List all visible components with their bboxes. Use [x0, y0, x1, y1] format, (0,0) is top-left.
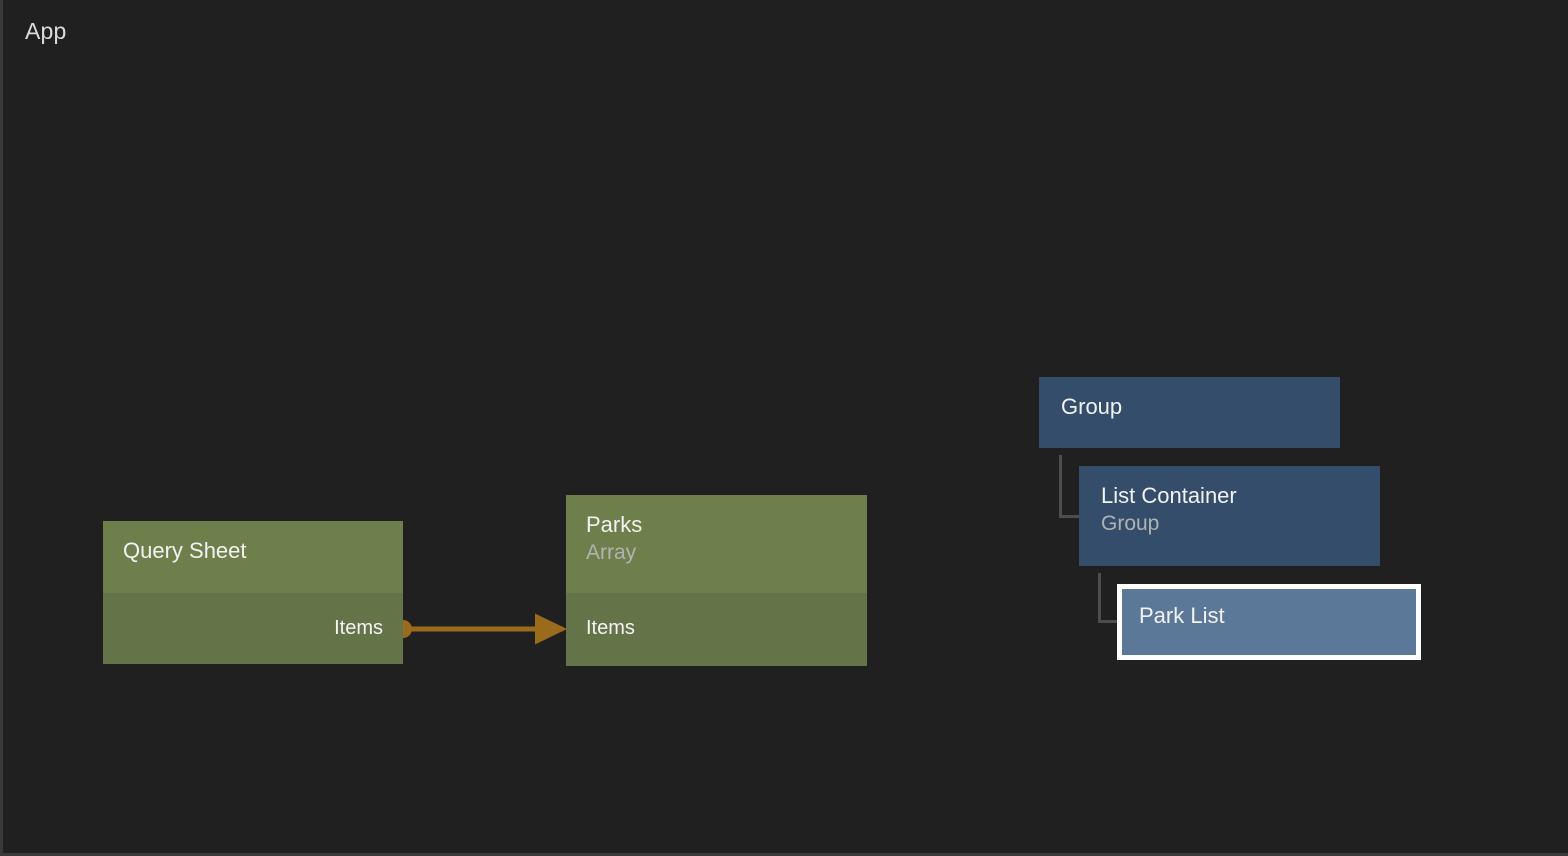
tree-connector-group-to-list-container [1059, 455, 1080, 518]
node-query-sheet-header: Query Sheet [103, 521, 403, 593]
port-parks-items-in[interactable]: Items [586, 617, 635, 639]
node-list-container-subtitle: Group [1101, 512, 1160, 535]
node-query-sheet-title: Query Sheet [123, 538, 247, 563]
node-query-sheet-body: Items [103, 593, 403, 664]
node-parks-body: Items [566, 593, 867, 666]
node-parks[interactable]: Parks Array Items [566, 495, 867, 666]
edge-query-sheet-items-to-parks-items [394, 613, 568, 645]
node-group[interactable]: Group [1039, 377, 1340, 448]
node-query-sheet[interactable]: Query Sheet Items [103, 521, 403, 664]
node-parks-header: Parks Array [566, 495, 867, 593]
node-list-container-title: List Container [1101, 483, 1237, 508]
tree-connector-list-container-to-park-list [1098, 573, 1119, 623]
node-parks-subtitle: Array [586, 541, 637, 564]
port-query-sheet-items-out[interactable]: Items [334, 617, 383, 639]
node-park-list[interactable]: Park List [1117, 584, 1421, 660]
node-park-list-title: Park List [1139, 603, 1225, 628]
node-group-title: Group [1061, 394, 1123, 419]
node-parks-title: Parks [586, 512, 643, 537]
node-list-container[interactable]: List Container Group [1079, 466, 1380, 566]
page-title: App [25, 18, 67, 44]
